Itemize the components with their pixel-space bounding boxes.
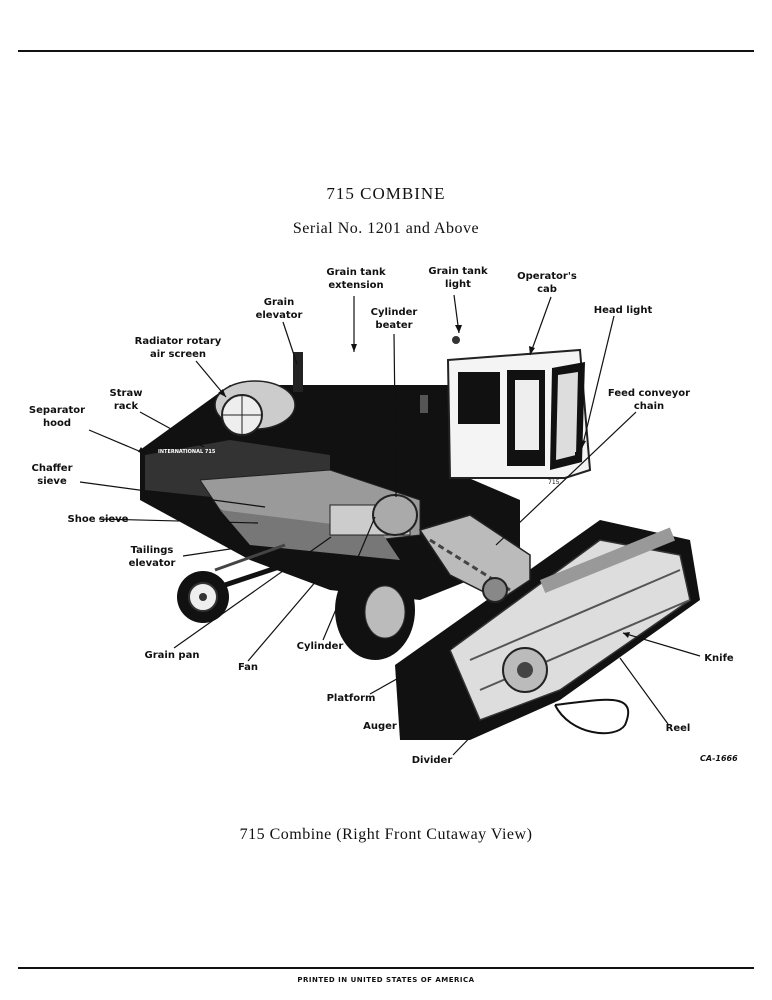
label-platform: Platform: [326, 693, 376, 704]
serial-number: Serial No. 1201 and Above: [292, 220, 480, 237]
label-reel: Reel: [665, 723, 691, 734]
svg-text:715: 715: [548, 479, 560, 486]
label-auger: Auger: [363, 721, 397, 732]
label-knife: Knife: [704, 653, 734, 664]
rear-wheel: [177, 543, 301, 623]
label-head-light: Head light: [593, 305, 653, 316]
label-separator-hood: Separator hood: [28, 405, 86, 429]
label-divider: Divider: [411, 755, 453, 766]
label-grain-tank-light: Grain tank light: [428, 266, 488, 290]
label-feed-conveyor-chain: Feed conveyor chain: [607, 388, 691, 412]
label-grain-elevator: Grain elevator: [255, 297, 303, 321]
label-tailings-elevator: Tailings elevator: [128, 545, 176, 569]
feed-conveyor: [418, 514, 531, 603]
label-cylinder-beater: Cylinder beater: [370, 307, 418, 331]
operators-cab: 715: [446, 348, 592, 486]
leader-arrowheads: [138, 325, 630, 638]
label-chaffer-sieve: Chaffer sieve: [31, 463, 73, 487]
figure-code: CA-1666: [700, 754, 738, 763]
label-radiator-rotary-air-screen: Radiator rotary air screen: [134, 336, 222, 360]
header-platform: [395, 520, 700, 740]
bottom-rule: [18, 967, 754, 969]
grain-tank-light: [452, 336, 460, 344]
label-operators-cab: Operator's cab: [517, 271, 577, 295]
machine-badge: INTERNATIONAL 715: [158, 449, 216, 455]
label-grain-pan: Grain pan: [144, 650, 200, 661]
label-shoe-sieve: Shoe sieve: [67, 514, 129, 525]
label-straw-rack: Straw rack: [109, 388, 143, 412]
page-title: 715 COMBINE: [326, 184, 446, 203]
figure-caption: 715 Combine (Right Front Cutaway View): [239, 826, 533, 843]
leader-lines: [79, 294, 701, 756]
drive-wheel: [335, 560, 415, 660]
label-grain-tank-extension: Grain tank extension: [326, 267, 386, 291]
label-fan: Fan: [237, 662, 259, 673]
footer-text: PRINTED IN UNITED STATES OF AMERICA: [297, 976, 475, 984]
label-cylinder: Cylinder: [296, 641, 344, 652]
combine-body: [140, 352, 520, 600]
top-rule: [18, 50, 754, 52]
